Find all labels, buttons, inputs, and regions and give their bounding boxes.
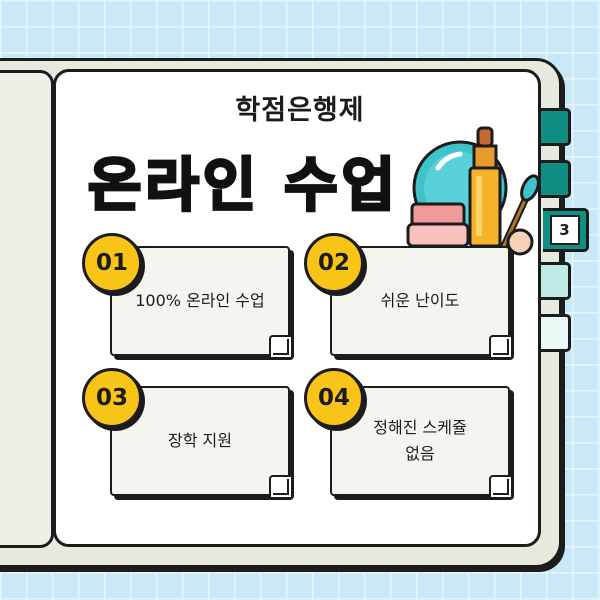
notebook-tab-active[interactable]: 3 — [543, 208, 589, 252]
page-curl-icon — [489, 335, 511, 357]
page-title: 온라인 수업 — [87, 150, 399, 221]
notebook-tab-5[interactable] — [539, 314, 571, 352]
notebook-left-page — [0, 70, 54, 548]
number-badge-3: 03 — [82, 368, 142, 428]
page-subtitle: 학점은행제 — [235, 95, 365, 126]
feature-card-text: 쉬운 난이도 — [380, 291, 460, 311]
tab-page-number: 3 — [549, 215, 580, 245]
number-badge-2: 02 — [304, 233, 364, 293]
page-curl-icon — [269, 335, 291, 357]
notebook-tab-4[interactable] — [539, 262, 571, 300]
number-badge-4: 04 — [304, 368, 364, 428]
feature-card-text: 정해진 스케쥴 없음 — [373, 418, 467, 463]
notebook-tab-1[interactable] — [539, 108, 571, 146]
feature-card-text: 장학 지원 — [168, 431, 232, 451]
feature-card-text: 100% 온라인 수업 — [135, 291, 265, 311]
cosmetics-illustration-icon — [406, 126, 540, 256]
page-curl-icon — [489, 475, 511, 497]
number-badge-1: 01 — [82, 233, 142, 293]
notebook-tab-2[interactable] — [539, 160, 571, 198]
page-curl-icon — [269, 475, 291, 497]
